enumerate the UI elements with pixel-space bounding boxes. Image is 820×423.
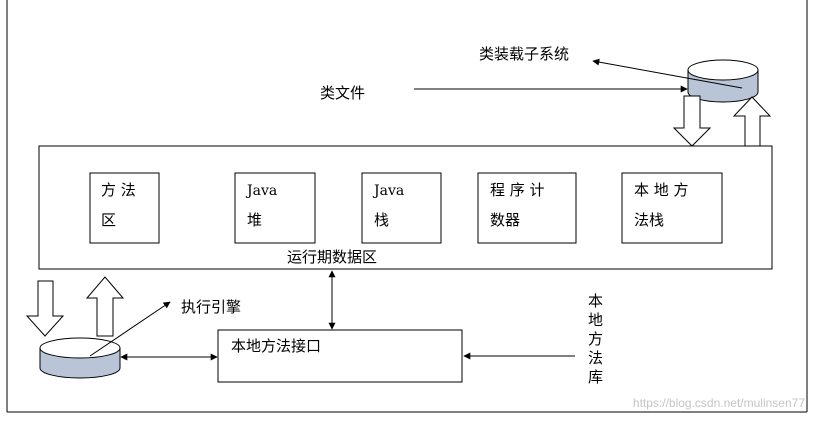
java-heap-box bbox=[234, 172, 316, 244]
native-interface-label: 本地方法接口 bbox=[231, 337, 321, 355]
native-library-char-2: 地 bbox=[588, 311, 603, 329]
method-area-line1: 方 法 bbox=[101, 181, 136, 199]
method-area-box bbox=[89, 172, 160, 244]
java-heap-line2: 堆 bbox=[247, 211, 262, 229]
loader-to-label-arrow bbox=[592, 58, 743, 89]
native-stack-line2: 法栈 bbox=[634, 211, 664, 229]
class-file-label: 类文件 bbox=[320, 84, 365, 102]
down-block-arrow-right bbox=[672, 95, 712, 147]
pc-register-line2: 数器 bbox=[490, 211, 520, 229]
down-block-arrow-left bbox=[25, 280, 65, 337]
pc-register-box bbox=[477, 172, 577, 244]
pc-register-line1: 程 序 计 bbox=[490, 181, 545, 199]
class-loader-cylinder bbox=[687, 59, 759, 103]
native-library-char-3: 方 bbox=[588, 330, 603, 348]
java-stack-line1: Java bbox=[372, 183, 404, 199]
java-heap-line1: Java bbox=[245, 183, 277, 199]
native-interface-box bbox=[217, 329, 463, 383]
watermark: https://blog.csdn.net/mulinsen77 bbox=[633, 396, 805, 410]
native-library-char-5: 库 bbox=[588, 368, 603, 386]
java-stack-line2: 栈 bbox=[374, 211, 389, 229]
engine-to-label-arrow bbox=[89, 301, 171, 357]
execution-engine-cylinder bbox=[39, 337, 121, 379]
execution-engine-label: 执行引擎 bbox=[181, 298, 241, 316]
native-library-char-4: 法 bbox=[588, 349, 603, 367]
native-stack-box bbox=[621, 172, 723, 244]
native-stack-line1: 本 地 方 bbox=[634, 181, 689, 199]
up-block-arrow-right bbox=[732, 96, 772, 147]
java-stack-box bbox=[361, 172, 442, 244]
method-area-line2: 区 bbox=[101, 211, 116, 229]
runtime-data-area-label: 运行期数据区 bbox=[287, 248, 377, 266]
up-block-arrow-left bbox=[85, 276, 125, 337]
native-library-char-1: 本 bbox=[588, 292, 603, 310]
class-loader-label: 类装载子系统 bbox=[479, 45, 569, 63]
